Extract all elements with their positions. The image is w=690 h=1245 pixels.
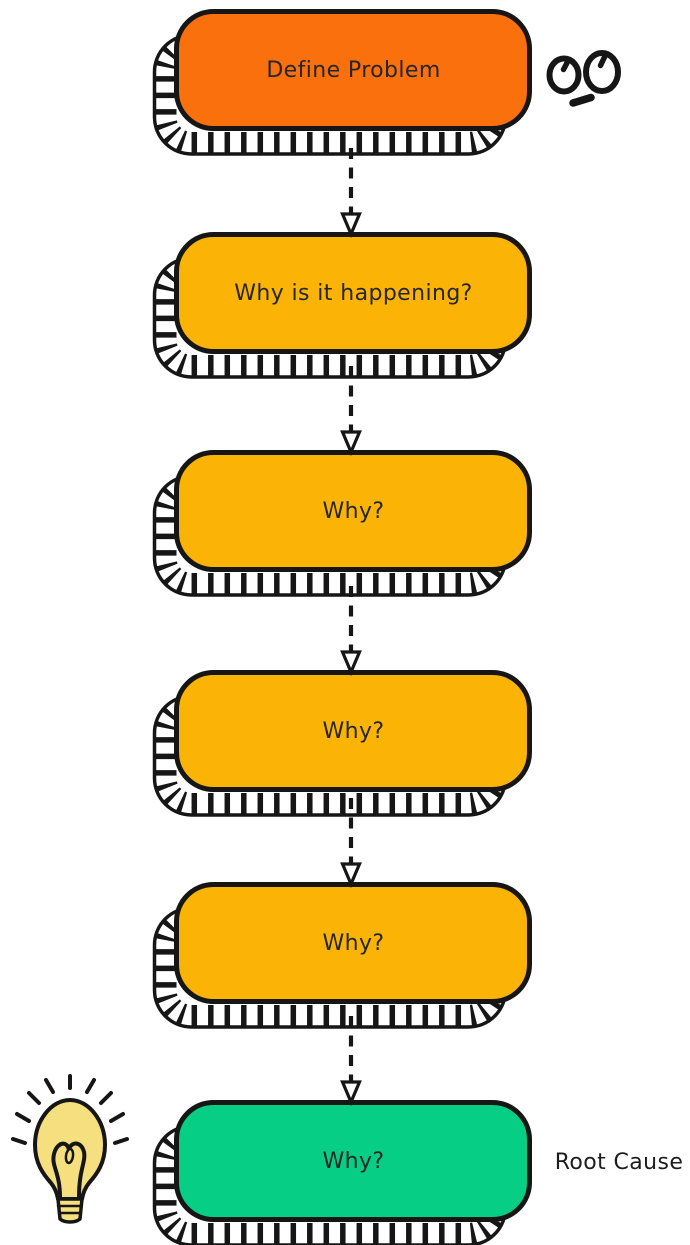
arrow-down-connector-2 [340, 366, 362, 457]
node-label-why-3: Why? [322, 719, 385, 744]
arrow-down-connector-3 [340, 586, 362, 677]
flow-node-why-1: Why is it happening? [150, 231, 535, 383]
googly-eyes-icon [546, 50, 621, 107]
flow-node-define-problem: Define Problem [150, 8, 535, 160]
flow-node-why-2: Why? [150, 449, 535, 601]
node-label-why-5: Why? [322, 1149, 385, 1174]
node-label-why-1: Why is it happening? [234, 281, 473, 306]
flow-node-why-3: Why? [150, 669, 535, 821]
node-shape [152, 9, 532, 156]
node-shape [152, 882, 532, 1029]
root-cause-annotation: Root Cause [554, 1150, 684, 1175]
node-label-define-problem: Define Problem [266, 58, 441, 83]
node-shape [152, 450, 532, 597]
node-shape [152, 232, 532, 379]
lightbulb-icon [11, 1074, 129, 1224]
arrow-down-connector-4 [340, 798, 362, 889]
node-shape [152, 670, 532, 817]
flow-node-root-cause: Why? [150, 1099, 535, 1245]
node-label-why-2: Why? [322, 499, 385, 524]
flow-node-why-4: Why? [150, 881, 535, 1033]
node-label-why-4: Why? [322, 931, 385, 956]
arrow-down-connector-1 [340, 148, 362, 239]
arrow-down-connector-5 [340, 1016, 362, 1107]
node-shape [152, 1100, 532, 1245]
